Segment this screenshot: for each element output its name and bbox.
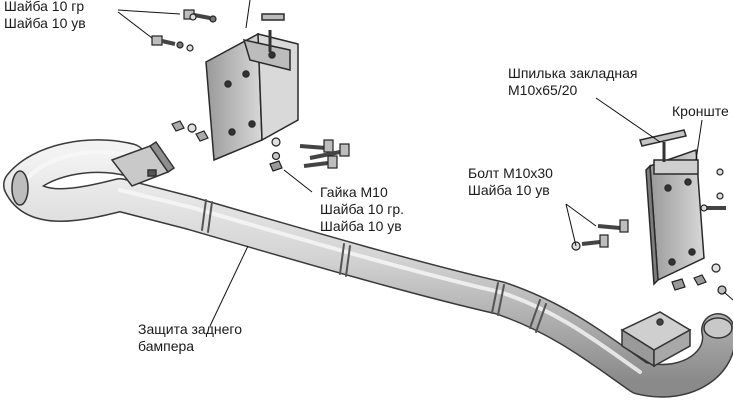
label-line: Шайба 10 гр [4,0,85,14]
bolt-icon [597,219,629,233]
label-line: Болт М10х30 [468,165,553,181]
washer-icon [189,13,197,21]
nut-icon [269,160,283,172]
label-nut-washers: Гайка М10 Шайба 10 гр. Шайба 10 ув [320,184,404,235]
bolt-icon [571,234,609,251]
label-line: Шайба 10 гр. [320,201,405,217]
label-line: Шпилька закладная [508,65,638,81]
washer-icon [271,137,281,147]
bolt-icon [309,143,350,160]
fasteners [151,9,727,295]
label-line: Шайба 10 ув [320,218,402,234]
leader-lines [117,0,733,327]
nut-icon [195,130,209,142]
label-line: Гайка М10 [320,184,388,200]
bolt-icon [183,9,217,23]
label-line: Шайба 10 ув [4,15,86,31]
nut-icon [693,274,707,286]
label-line: Шайба 10 ув [468,182,550,198]
nut-icon [171,120,185,132]
left-mounting-bracket [205,13,299,162]
right-mounting-bracket [639,129,705,286]
label-bolt-washer: Болт М10х30 Шайба 10 ув [468,165,553,199]
washer-icon [716,192,724,200]
label-line: Защита заднего [138,321,242,337]
nut-icon [671,278,686,291]
label-rear-bumper-guard: Защита заднего бампера [138,321,242,355]
label-bracket: Кронште [672,103,729,120]
bolt-icon [700,204,726,212]
bolt-icon [299,139,334,153]
label-line: бампера [138,338,195,354]
washer-icon [716,168,724,176]
washer-icon [711,263,721,273]
label-stud: Шпилька закладная М10х65/20 [508,65,638,99]
bolt-icon [303,155,338,169]
washer-icon [271,151,281,161]
bumper-tube [3,139,733,398]
label-top-left-washers: Шайба 10 гр Шайба 10 ув [4,0,86,32]
washer-icon [187,123,197,133]
label-line: М10х65/20 [508,82,578,98]
bolt-icon [151,35,194,52]
right-tube-bracket [620,311,692,368]
left-tube-bracket [110,140,176,187]
label-line: Кронште [672,103,729,119]
